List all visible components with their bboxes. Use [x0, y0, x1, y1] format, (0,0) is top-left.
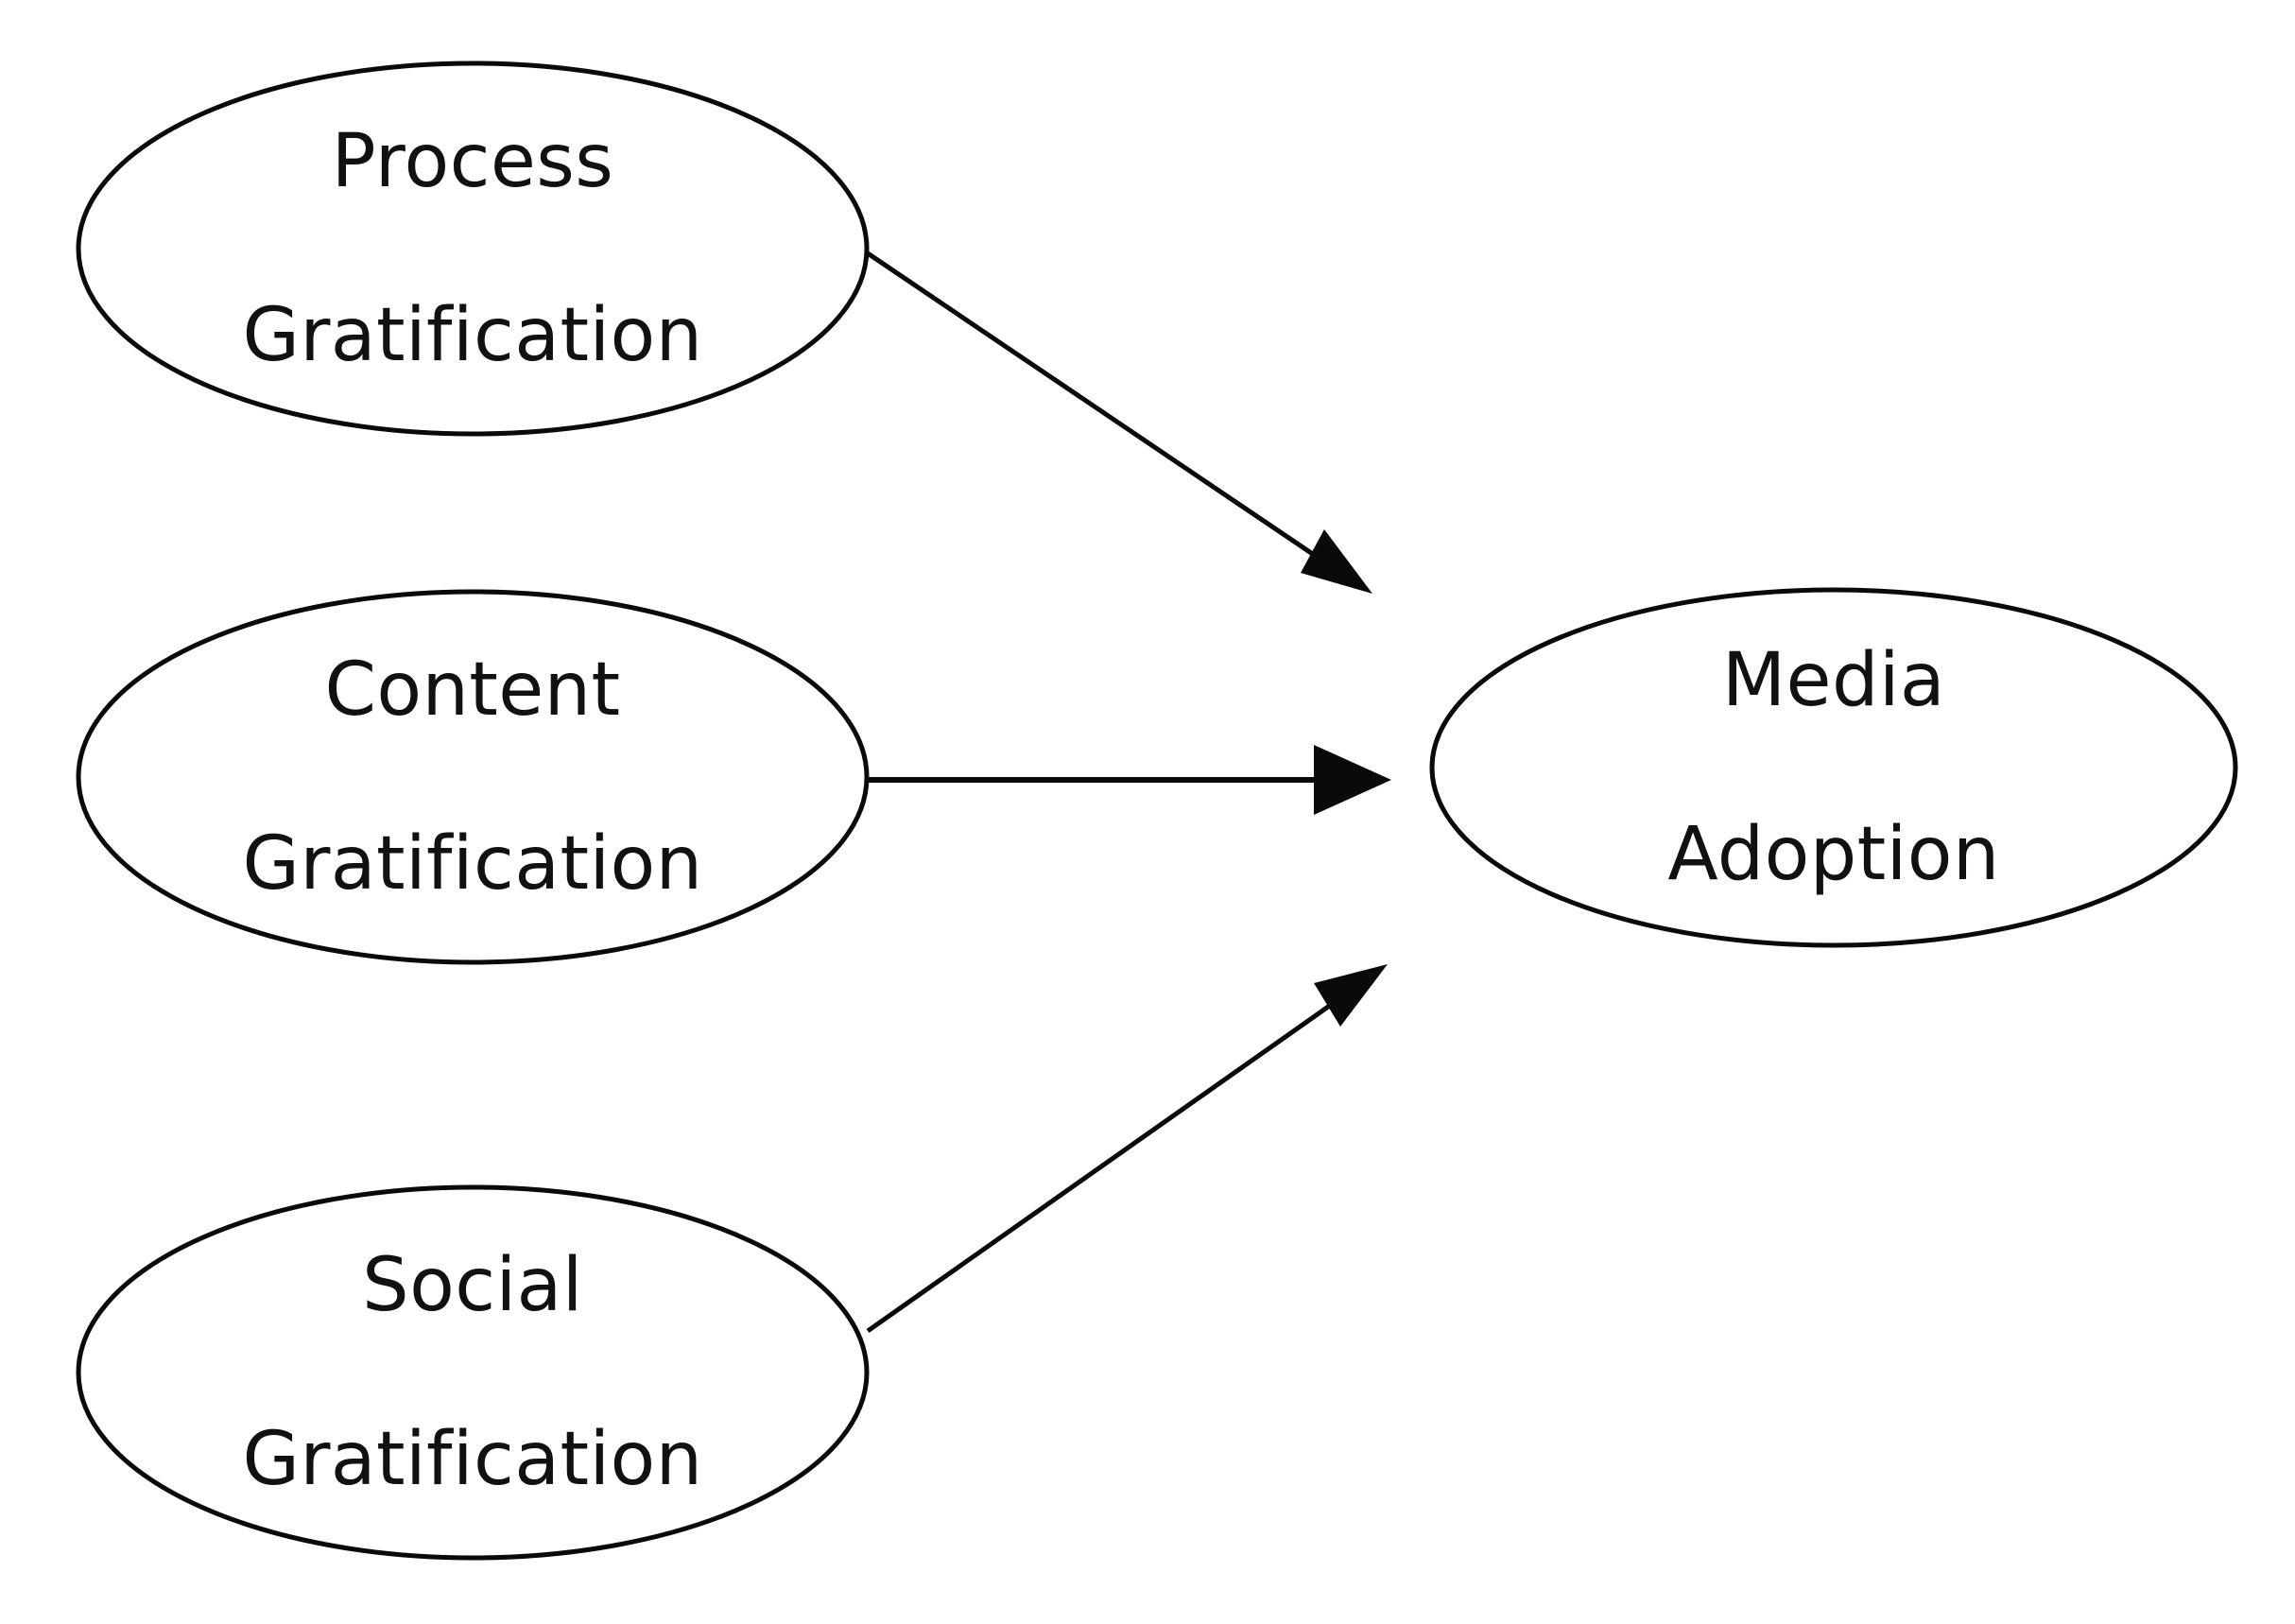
edge-process-to-media: [866, 251, 1372, 594]
arrowhead-process-to-media: [1301, 529, 1372, 594]
node-media-adoption[interactable]: [1429, 587, 2238, 948]
node-process-gratification[interactable]: [76, 60, 870, 437]
edge-social-to-media: [866, 964, 1388, 1334]
node-social-gratification[interactable]: [76, 1184, 870, 1561]
edge-line-process-to-media: [866, 251, 1359, 587]
edge-line-social-to-media: [866, 973, 1374, 1334]
edge-content-to-media: [868, 745, 1391, 815]
node-content-gratification[interactable]: [76, 589, 870, 965]
arrowhead-content-to-media: [1314, 745, 1391, 815]
arrowhead-social-to-media: [1314, 964, 1388, 1027]
